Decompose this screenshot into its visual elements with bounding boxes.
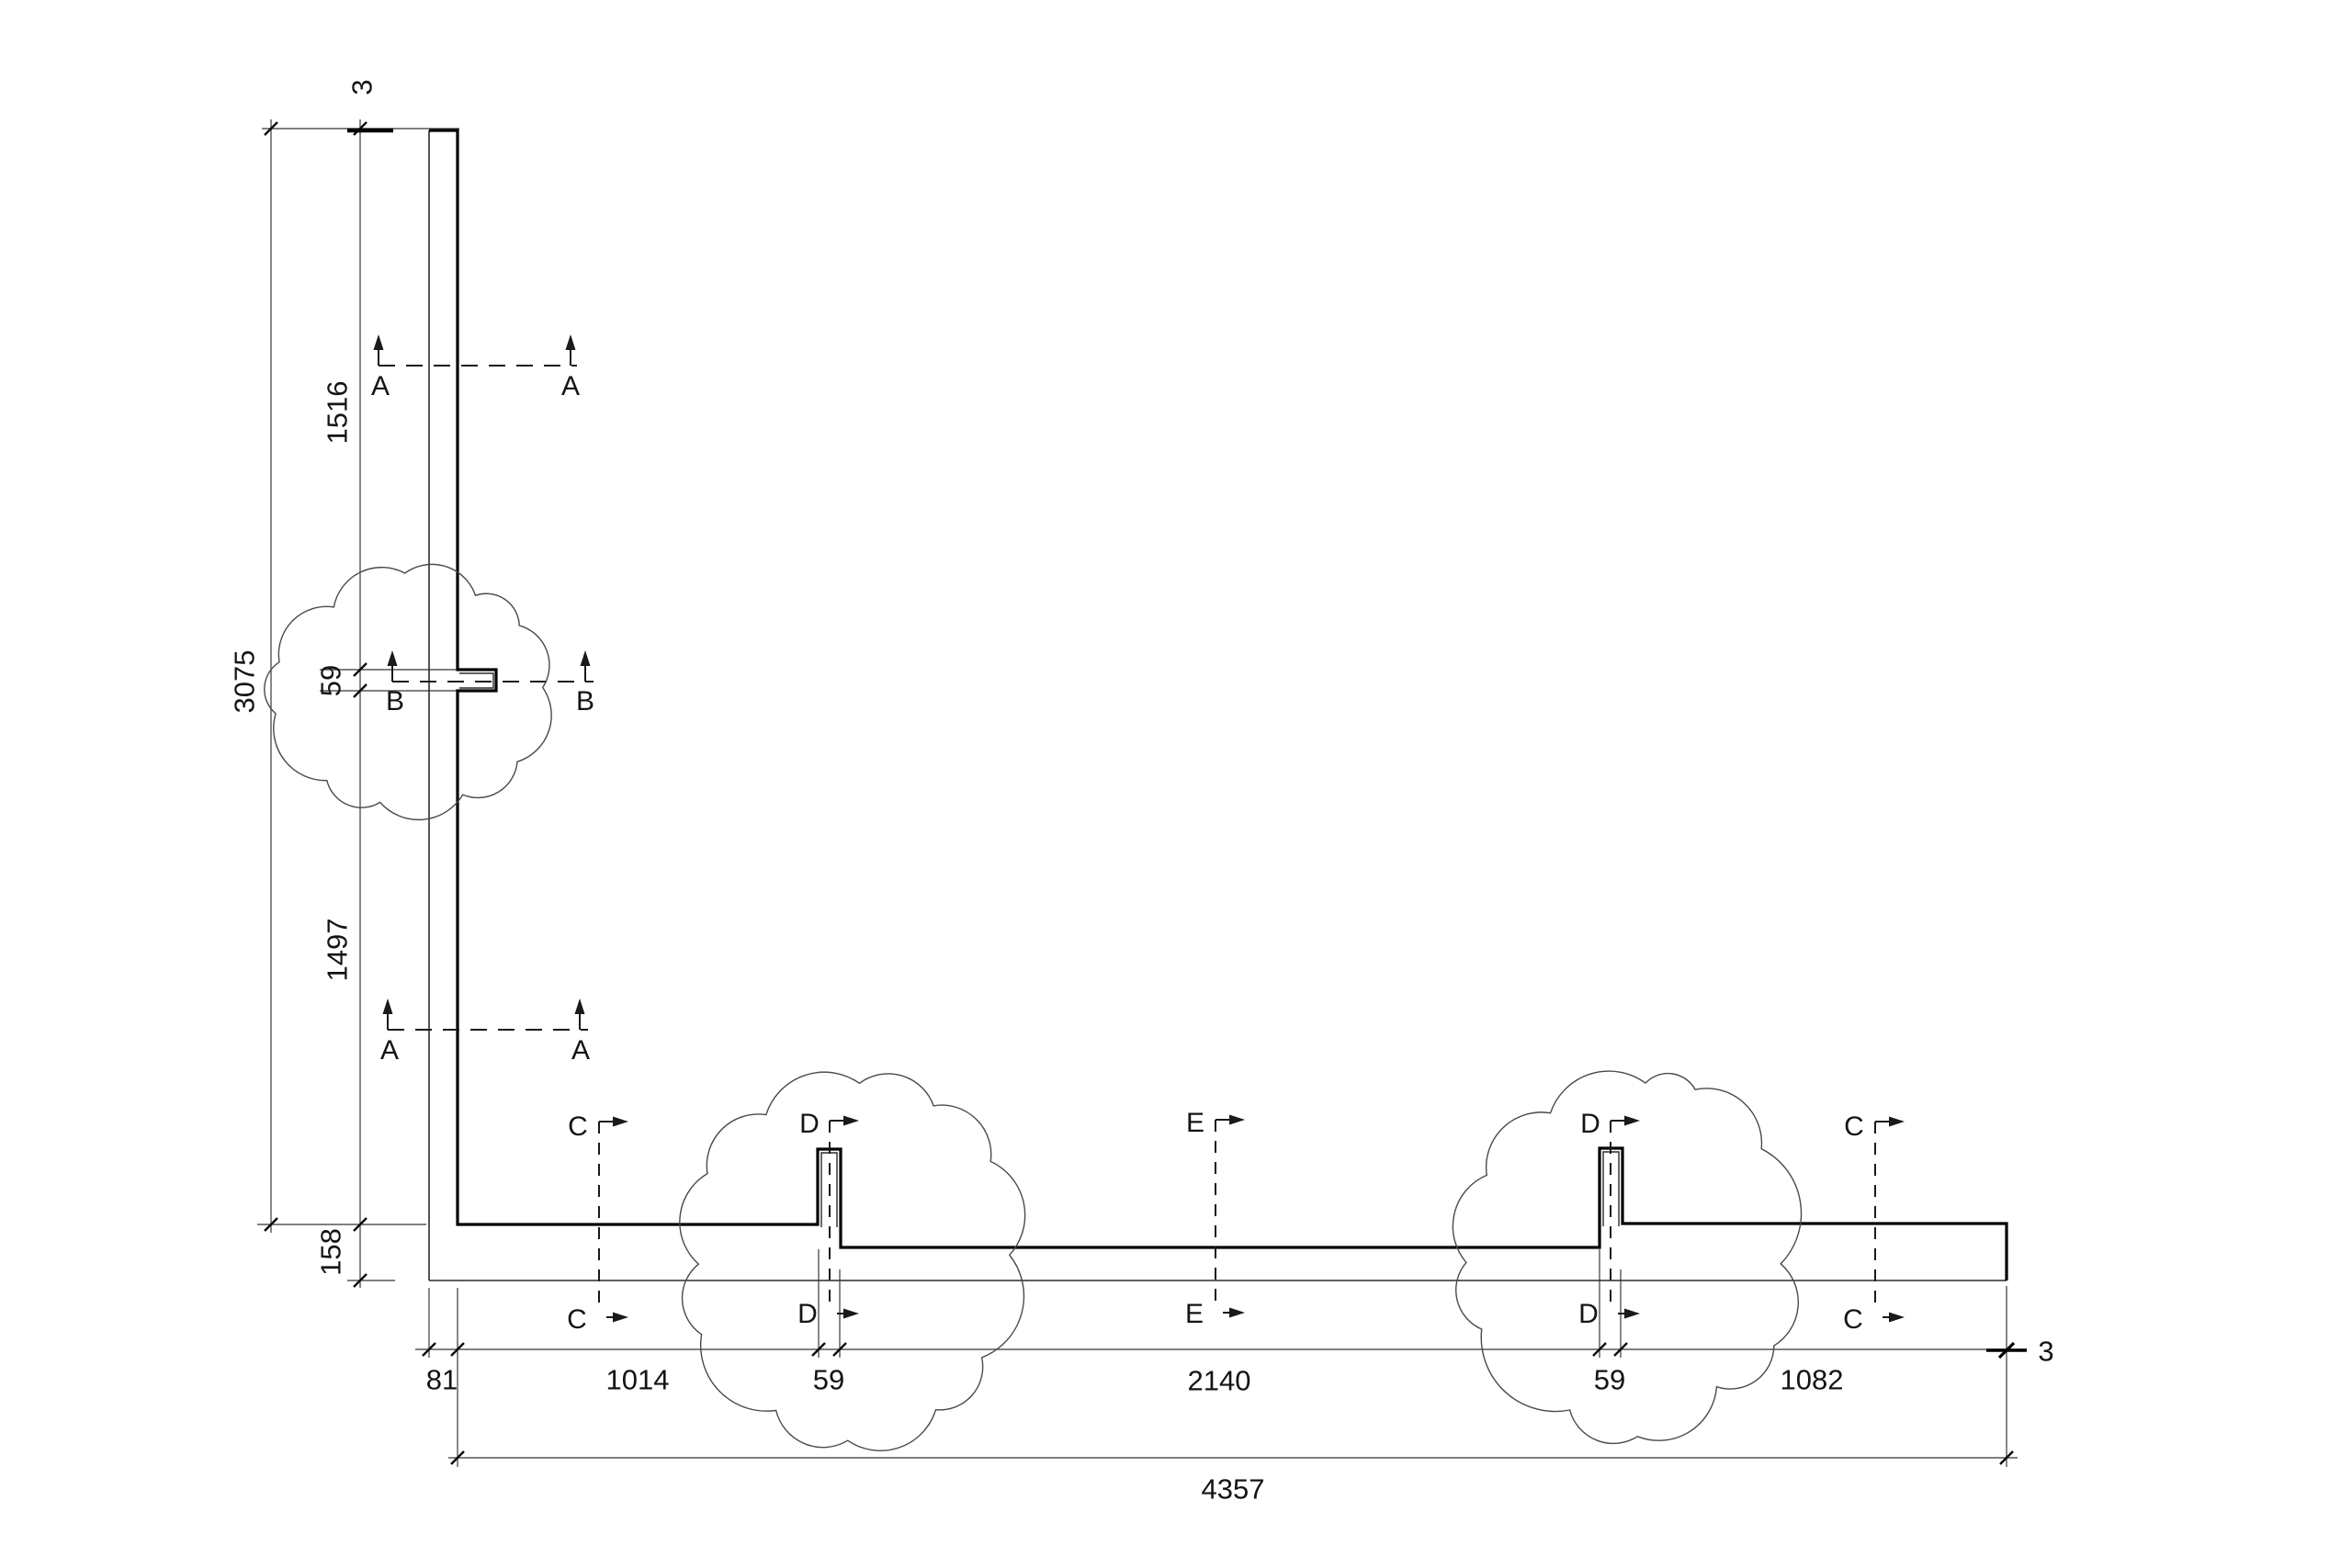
section-label-b-right: B — [575, 686, 595, 716]
section-label-b-left: B — [385, 686, 405, 716]
dim-label-1082: 1082 — [1780, 1363, 1844, 1396]
arrow-right-icon — [1889, 1116, 1905, 1127]
section-markers — [378, 342, 1898, 1318]
dim-label-3075: 3075 — [228, 649, 261, 714]
section-label-d-right-bottom: D — [1578, 1299, 1599, 1329]
arrow-right-icon — [1229, 1114, 1245, 1125]
dim-label-1497: 1497 — [321, 918, 354, 982]
section-label-a-upper-left: A — [370, 371, 390, 401]
tenon-b-inner — [459, 672, 494, 689]
section-label-c-right-bottom: C — [1843, 1304, 1863, 1335]
dim-label-59-slot: 59 — [314, 664, 347, 697]
section-label-c-right-top: C — [1844, 1111, 1864, 1142]
bold-dim-marks — [347, 128, 2027, 1359]
revision-cloud-1 — [264, 563, 552, 821]
dim-label-1516: 1516 — [321, 380, 354, 445]
bold-tick-right-3 — [1997, 1341, 2016, 1359]
dim-label-top-3: 3 — [345, 79, 379, 96]
section-label-a-upper-right: A — [560, 371, 581, 401]
arrow-right-icon — [1624, 1308, 1640, 1319]
section-label-d-right-top: D — [1580, 1109, 1600, 1139]
dim-label-2140: 2140 — [1187, 1364, 1251, 1397]
arrow-right-icon — [1229, 1307, 1245, 1318]
dim-label-59-tab2: 59 — [1593, 1363, 1626, 1396]
dim-label-right-3: 3 — [2038, 1335, 2054, 1368]
dim-label-4357: 4357 — [1201, 1472, 1265, 1506]
wall-outline-thick — [429, 129, 2008, 1280]
dim-label-158: 158 — [314, 1228, 347, 1276]
revision-clouds — [264, 563, 1803, 1451]
arrow-up-icon — [574, 998, 585, 1014]
section-arrowheads — [373, 334, 1905, 1323]
wall-outline-thin — [428, 130, 2007, 1281]
dim-label-59-tab1: 59 — [812, 1363, 845, 1396]
arrow-right-icon — [843, 1115, 859, 1126]
revision-cloud-3 — [1452, 1070, 1803, 1445]
section-label-d-left-top: D — [799, 1109, 820, 1139]
arrow-up-icon — [565, 334, 576, 350]
arrow-right-icon — [843, 1308, 859, 1319]
dim-label-81: 81 — [425, 1363, 458, 1396]
dim-label-1014: 1014 — [605, 1363, 670, 1396]
arrow-right-icon — [1624, 1115, 1640, 1126]
arrow-up-icon — [382, 998, 393, 1014]
arrow-up-icon — [373, 334, 384, 350]
arrow-right-icon — [613, 1312, 628, 1323]
arrow-up-icon — [580, 650, 591, 666]
dimension-ticks — [264, 121, 2014, 1465]
section-label-a-lower-right: A — [571, 1035, 591, 1066]
revision-cloud-2 — [679, 1071, 1026, 1451]
arrow-right-icon — [1889, 1312, 1905, 1323]
section-label-d-left-bottom: D — [797, 1299, 818, 1329]
arrow-up-icon — [387, 650, 398, 666]
section-label-e-top: E — [1185, 1108, 1205, 1138]
dimension-lines — [257, 119, 2027, 1467]
section-label-e-bottom: E — [1184, 1299, 1204, 1329]
section-label-a-lower-left: A — [379, 1035, 400, 1066]
section-label-c-left-top: C — [568, 1111, 588, 1142]
tenon-inner-lines — [459, 672, 1620, 1227]
section-label-c-left-bottom: C — [567, 1304, 587, 1335]
arrow-right-icon — [613, 1116, 628, 1127]
